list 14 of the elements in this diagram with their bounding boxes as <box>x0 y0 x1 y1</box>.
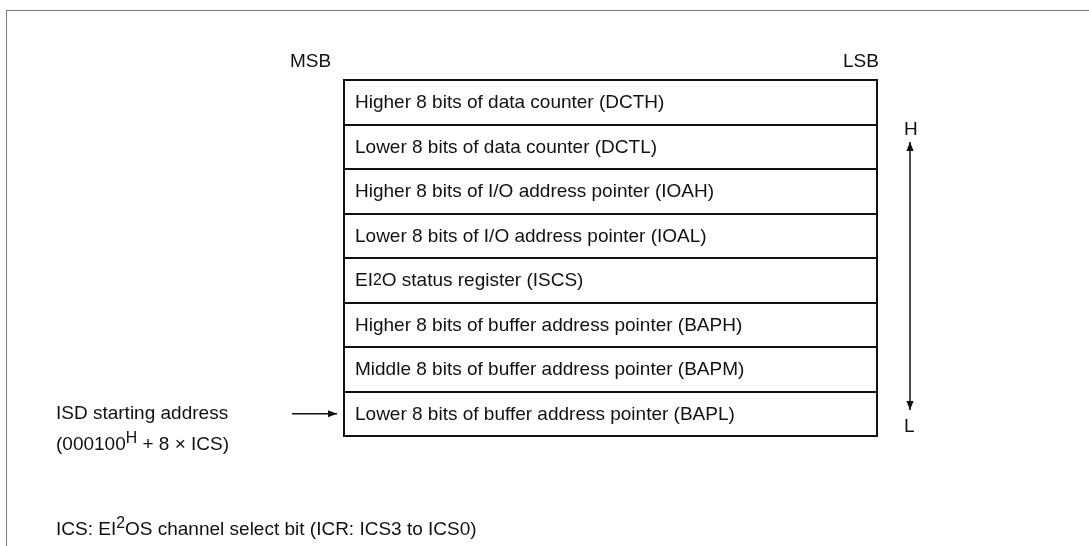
address-note: ISD starting address (000100$^{H}$ + 8 × ICS) <box>56 400 292 457</box>
register-row: Higher 8 bits of buffer address pointer (BAPH) <box>343 301 878 348</box>
arrow <box>291 410 338 418</box>
register-row: Higher 8 bits of I/O address pointer (IOAH) <box>343 168 878 215</box>
low-end-label: L <box>904 414 915 438</box>
lsb-label: LSB <box>843 49 879 73</box>
register-row: Lower 8 bits of I/O address pointer (IOAL) <box>343 212 878 259</box>
high-end-label: H <box>904 117 918 141</box>
register-row: Middle 8 bits of buffer address pointer (BAPM) <box>343 346 878 393</box>
footnote: ICS: EI$^{2}$OS channel select bit (ICR: ICS3 to ICS0) <box>56 513 477 542</box>
register-row: Lower 8 bits of buffer address pointer (BAPL) <box>343 390 878 437</box>
register-row: Lower 8 bits of data counter (DCTL) <box>343 123 878 170</box>
msb-label: MSB <box>290 49 332 73</box>
register-row: Higher 8 bits of data counter (DCTH) <box>343 79 878 126</box>
